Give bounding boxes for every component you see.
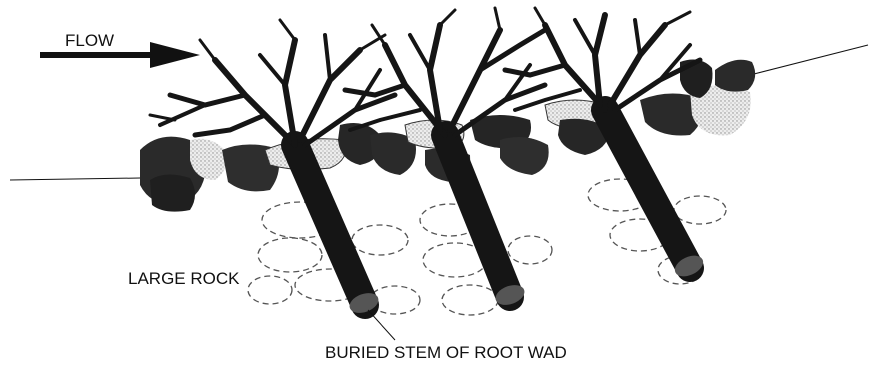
large-rock-label: LARGE ROCK — [128, 269, 240, 288]
flow-arrow — [40, 42, 200, 68]
bank-line-right — [750, 45, 868, 75]
bank-line-left — [10, 178, 140, 180]
buried-stem-leader — [368, 310, 395, 340]
buried-stem-label: BURIED STEM OF ROOT WAD — [325, 343, 567, 362]
flow-label: FLOW — [65, 31, 114, 50]
